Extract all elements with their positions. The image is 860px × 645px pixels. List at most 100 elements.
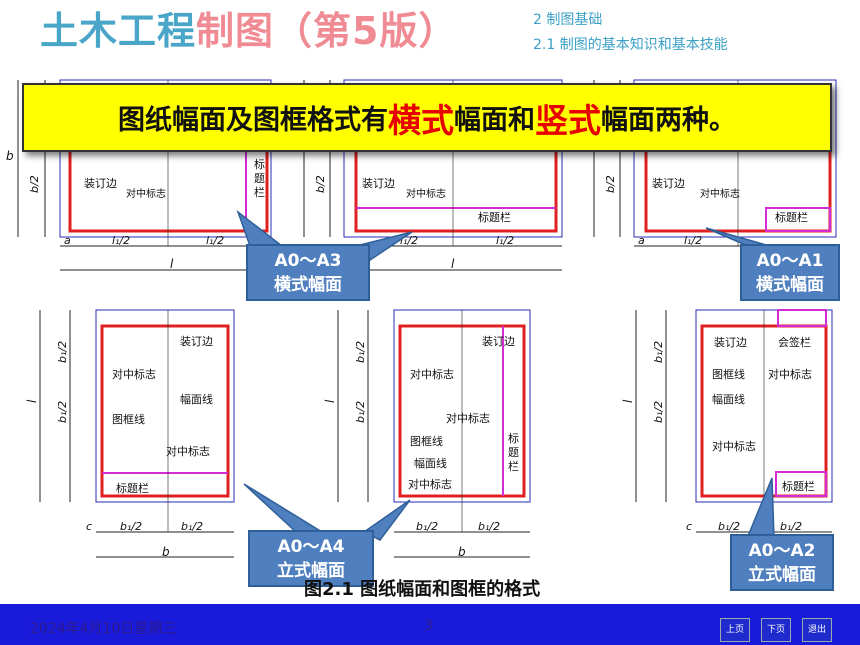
dim-b1-4c: b₁/2 xyxy=(120,520,142,533)
dim-b1-4a: b₁/2 xyxy=(56,401,69,423)
frame-line-label-5: 图框线 xyxy=(410,434,443,448)
dim-a-3: a xyxy=(638,234,645,247)
dim-l1-3a: l₁/2 xyxy=(684,234,702,247)
dim-b-1: b xyxy=(6,149,14,163)
dim-l1-1a: l₁/2 xyxy=(112,234,130,247)
center-mark-label-3: 对中标志 xyxy=(700,187,740,200)
callout-4-line-2: 立式幅面 xyxy=(748,564,816,585)
drawing-vertical-1: 装订边 对中标志 幅面线 图框线 对中标志 标题栏 b₁/2 b₁/2 l c … xyxy=(25,309,235,559)
callout-1-tail xyxy=(236,209,285,247)
callout-4-tail xyxy=(746,477,775,539)
prev-page-button[interactable]: 上页 xyxy=(720,618,750,642)
dim-b1-6a: b₁/2 xyxy=(652,401,665,423)
center-mark-label-4: 对中标志 xyxy=(112,367,156,381)
next-page-button[interactable]: 下页 xyxy=(761,618,791,642)
dim-l-5: l xyxy=(323,399,337,403)
dim-c-4: c xyxy=(86,520,92,533)
binding-edge-label-5: 装订边 xyxy=(482,335,515,348)
callout-a0-a3: A0～A3 横式幅面 xyxy=(246,244,370,301)
drawing-canvas: 标 题 栏 装订边 对中标志 b b/2 a l₁/2 l₁/2 l 装订边 对… xyxy=(6,79,837,559)
banner-text-c: 幅面两种。 xyxy=(601,105,736,136)
callout-a0-a4: A0～A4 立式幅面 xyxy=(248,530,374,587)
frame-line-label-4: 图框线 xyxy=(112,412,145,426)
drawing-vertical-3: 装订边 会签栏 图框线 对中标志 幅面线 对中标志 标题栏 b₁/2 b₁/2 … xyxy=(621,309,833,533)
footer-bar xyxy=(0,604,860,645)
title-block-label-1c: 栏 xyxy=(254,185,265,199)
title-block-label-1a: 标 xyxy=(254,157,265,171)
title-block-label-1b: 题 xyxy=(254,172,265,185)
banner-text-a: 图纸幅面及图框格式有 xyxy=(118,105,388,136)
title-block-vertical-5c: 栏 xyxy=(508,459,519,473)
dim-b-half-3: b/2 xyxy=(604,175,617,193)
binding-edge-label-3: 装订边 xyxy=(652,177,685,190)
callout-a0-a1: A0～A1 横式幅面 xyxy=(740,244,840,301)
center-mark-label-5c: 对中标志 xyxy=(408,477,452,491)
exit-button[interactable]: 退出 xyxy=(802,618,832,642)
sheet-edge-label-6: 幅面线 xyxy=(712,392,745,406)
center-mark-label-6: 对中标志 xyxy=(768,367,812,381)
section-line-1: 2 制图基础 xyxy=(533,12,603,28)
headline-banner: 图纸幅面及图框格式有横式幅面和竖式幅面两种。 xyxy=(22,83,832,152)
dim-b-4: b xyxy=(162,545,170,559)
binding-edge-label-1: 装订边 xyxy=(84,177,117,190)
banner-highlight-vertical: 竖式 xyxy=(535,100,601,140)
dim-l-6: l xyxy=(621,399,635,403)
title-block-label-3: 标题栏 xyxy=(775,210,808,224)
footer-date: 2024年4月10日星期三 xyxy=(30,621,177,637)
dim-l-2: l xyxy=(451,257,455,271)
callout-a0-a2: A0～A2 立式幅面 xyxy=(730,534,834,591)
dim-b1-4b: b₁/2 xyxy=(56,341,69,363)
figure-caption: 图2.1 图纸幅面和图框的格式 xyxy=(304,579,541,600)
drawing-vertical-2: 装订边 对中标志 对中标志 图框线 幅面线 对中标志 标 题 栏 b₁/2 b₁… xyxy=(323,309,531,559)
dim-b1-4d: b₁/2 xyxy=(181,520,203,533)
dim-b1-6b: b₁/2 xyxy=(652,341,665,363)
dim-l1-1b: l₁/2 xyxy=(206,234,224,247)
dim-l1-2b: l₁/2 xyxy=(496,234,514,247)
sheet-edge-label-4: 幅面线 xyxy=(180,392,213,406)
dim-b-half-1: b/2 xyxy=(28,175,41,193)
callout-4-line-1: A0～A2 xyxy=(748,540,816,561)
frame-line-label-6: 图框线 xyxy=(712,367,745,381)
dim-b1-5d: b₁/2 xyxy=(478,520,500,533)
center-mark-label-5: 对中标志 xyxy=(410,367,454,381)
title-block-vertical-5a: 标 xyxy=(508,431,519,445)
center-mark-label-1: 对中标志 xyxy=(126,187,166,200)
sheet-edge-label-5: 幅面线 xyxy=(414,456,447,470)
banner-text-b: 幅面和 xyxy=(454,105,535,136)
title-part-1: 土木工程 xyxy=(40,9,197,53)
dim-l-4: l xyxy=(25,399,39,403)
title-block-label-2: 标题栏 xyxy=(478,210,511,224)
section-line-2: 2.1 制图的基本知识和基本技能 xyxy=(533,37,728,53)
slide-title: 土木工程制图（第5版） xyxy=(40,6,457,56)
title-part-2: 制图（第5版） xyxy=(196,9,458,53)
callout-2-line-1: A0～A1 xyxy=(756,250,824,271)
dim-c-6: c xyxy=(686,520,692,533)
callout-2-line-2: 横式幅面 xyxy=(756,274,824,295)
callout-3-line-1: A0～A4 xyxy=(277,536,345,557)
dim-b1-5b: b₁/2 xyxy=(354,341,367,363)
title-block-vertical-5b: 题 xyxy=(508,446,519,459)
page-number: 3 xyxy=(424,618,433,634)
dim-b1-5a: b₁/2 xyxy=(354,401,367,423)
dim-b-half-2: b/2 xyxy=(314,175,327,193)
banner-highlight-horizontal: 横式 xyxy=(388,100,454,140)
dim-a-1: a xyxy=(64,234,71,247)
signature-block-label-6: 会签栏 xyxy=(778,335,811,349)
callout-1-line-1: A0～A3 xyxy=(274,250,342,271)
callout-1-line-2: 横式幅面 xyxy=(274,274,342,295)
binding-edge-label-6: 装订边 xyxy=(714,336,747,349)
title-block-label-4: 标题栏 xyxy=(116,481,149,495)
dim-b1-6d: b₁/2 xyxy=(780,520,802,533)
title-block-label-6: 标题栏 xyxy=(782,479,815,493)
callout-3-line-2: 立式幅面 xyxy=(277,560,345,581)
center-mark-label-2: 对中标志 xyxy=(406,187,446,200)
dim-b1-6c: b₁/2 xyxy=(718,520,740,533)
dim-l-1: l xyxy=(170,257,174,271)
binding-edge-label-2: 装订边 xyxy=(362,177,395,190)
center-mark-label-5b: 对中标志 xyxy=(446,411,490,425)
center-mark-label-4b: 对中标志 xyxy=(166,444,210,458)
dim-b1-5c: b₁/2 xyxy=(416,520,438,533)
binding-edge-label-4: 装订边 xyxy=(180,335,213,348)
center-mark-label-6b: 对中标志 xyxy=(712,439,756,453)
dim-b-5: b xyxy=(458,545,466,559)
